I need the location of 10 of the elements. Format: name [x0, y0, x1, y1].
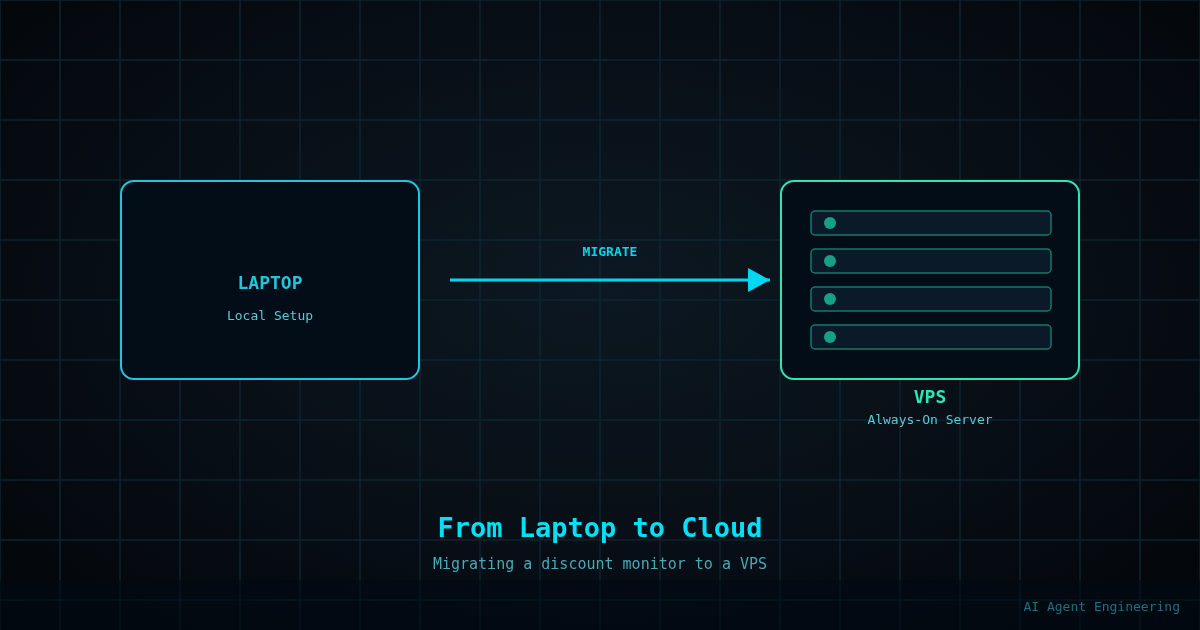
title: From Laptop to Cloud — [436, 512, 764, 543]
edge-label: MIGRATE — [582, 244, 638, 259]
node-title: VPS — [912, 386, 948, 407]
node-subtitle: Local Setup — [225, 308, 315, 323]
arrow — [450, 268, 770, 292]
node-title: LAPTOP — [236, 272, 304, 293]
node-subtitle: Always-On Server — [866, 412, 994, 427]
footer-tagline: AI Agent Engineering — [1023, 599, 1180, 614]
laptop-box — [120, 180, 420, 380]
caption: Migrating a discount monitor to a VPS — [431, 555, 769, 573]
